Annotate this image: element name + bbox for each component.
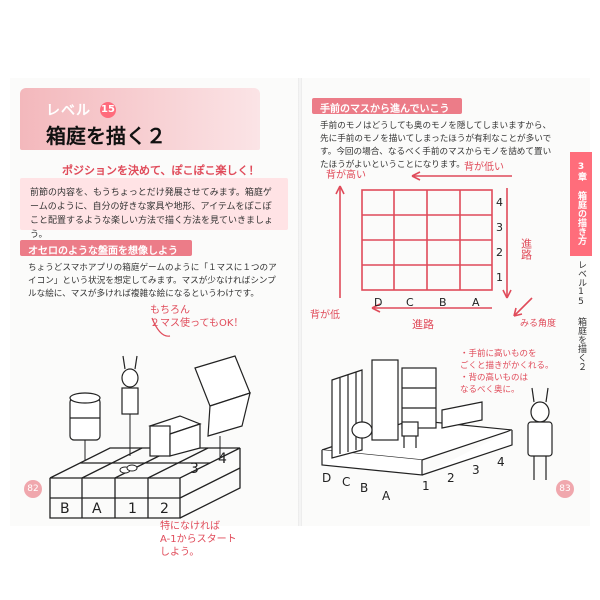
label-short-bottom: 背が低 xyxy=(310,308,340,321)
grid-number-3: 3 xyxy=(190,461,199,477)
level-label: レベル xyxy=(46,103,91,119)
section-heading-text-right: 手前のマスから進んでいこう xyxy=(320,104,450,115)
scene-letter-c: C xyxy=(342,475,350,489)
row-letter-d: D xyxy=(374,296,382,309)
grid-number-1: 1 xyxy=(128,501,137,517)
scene-number-3: 3 xyxy=(472,463,480,477)
col-number-4: 4 xyxy=(496,196,503,209)
label-view-angle: みる角度 xyxy=(520,317,556,329)
intro-box: 前節の内容を、もうちょっとだけ発展させてみます。箱庭ゲームのように、自分の好きな… xyxy=(20,178,288,240)
section-heading-text: オセロのような盤面を想像しよう xyxy=(28,246,178,257)
label-short-top: 背が低い xyxy=(464,160,504,173)
level-side-label-text: レベル15 箱庭を描く２ xyxy=(576,260,586,371)
grid-diagram: 背が高い 背が低い 背が低 進路 進路 みる角度 D C B A 4 3 2 1 xyxy=(310,160,556,331)
book-gutter xyxy=(298,78,302,526)
label-road-bottom: 進路 xyxy=(412,318,434,331)
grid-letter-a: A xyxy=(92,501,102,517)
col-number-1: 1 xyxy=(496,271,503,284)
grid-number-2: 2 xyxy=(160,501,169,517)
level-number-badge: 15 xyxy=(100,102,116,118)
scene-number-1: 1 xyxy=(422,479,430,493)
label-tall: 背が高い xyxy=(326,168,366,181)
scene-letter-b: B xyxy=(360,481,368,495)
level-banner: レベル 15 箱庭を描く２ xyxy=(20,88,260,150)
row-letter-b: B xyxy=(439,296,447,309)
intro-text: 前節の内容を、もうちょっとだけ発展させてみます。箱庭ゲームのように、自分の好きな… xyxy=(30,188,274,240)
row-letter-c: C xyxy=(406,296,414,309)
handwritten-note-draw: ・手前に高いものを ごくと描きがかくれる。 ・背の高いものは なるべく奥に。 xyxy=(460,349,554,395)
right-page: 手前のマスから進んでいこう 手前のモノはどうしても奥のモノを隠してしまいますから… xyxy=(302,78,592,526)
chapter-side-tab-label: 3章 箱庭の描き方 xyxy=(576,162,586,245)
handwritten-note-bottom: 特になければ A-1からスタート しよう。 xyxy=(160,521,237,558)
section-heading-front: 手前のマスから進んでいこう xyxy=(312,98,462,115)
scene-letter-a: A xyxy=(382,489,391,503)
isometric-board-illustration: B A 1 2 3 4 xyxy=(49,317,251,519)
section-paragraph-right: 手前のモノはどうしても奥のモノを隠してしまいますから、先に手前のモノを描いてしま… xyxy=(320,121,552,170)
col-number-3: 3 xyxy=(496,221,503,234)
scene-number-4: 4 xyxy=(497,455,505,469)
level-side-label: レベル15 箱庭を描く２ xyxy=(570,260,592,380)
chapter-side-tab[interactable]: 3章 箱庭の描き方 xyxy=(570,152,592,256)
grid-letter-b: B xyxy=(60,501,70,517)
handwritten-note-top: もちろん ２マス使ってもOK！ xyxy=(150,305,244,329)
page-title: 箱庭を描く２ xyxy=(46,124,166,148)
grid-number-4: 4 xyxy=(218,451,227,467)
label-road-side: 進路 xyxy=(520,238,533,261)
scene-letter-d: D xyxy=(322,471,331,485)
section-paragraph: ちょうどスマホアプリの箱庭ゲームのように「１マスに１つのアイコン」という状況を想… xyxy=(28,263,277,299)
section-heading-othello: オセロのような盤面を想像しよう xyxy=(20,240,192,257)
page-subtitle: ポジションを決めて、ぽこぽこ楽しく！ xyxy=(62,164,260,177)
page-number-right: 83 xyxy=(556,480,574,498)
scene-number-2: 2 xyxy=(447,471,455,485)
row-letter-a: A xyxy=(472,296,480,309)
left-page: レベル 15 箱庭を描く２ ポジションを決めて、ぽこぽこ楽しく！ 前節の内容を、… xyxy=(10,78,298,558)
room-scene-illustration: D C B A 1 2 3 4 xyxy=(321,359,553,503)
page-number-left: 82 xyxy=(24,480,42,498)
col-number-2: 2 xyxy=(496,246,503,259)
